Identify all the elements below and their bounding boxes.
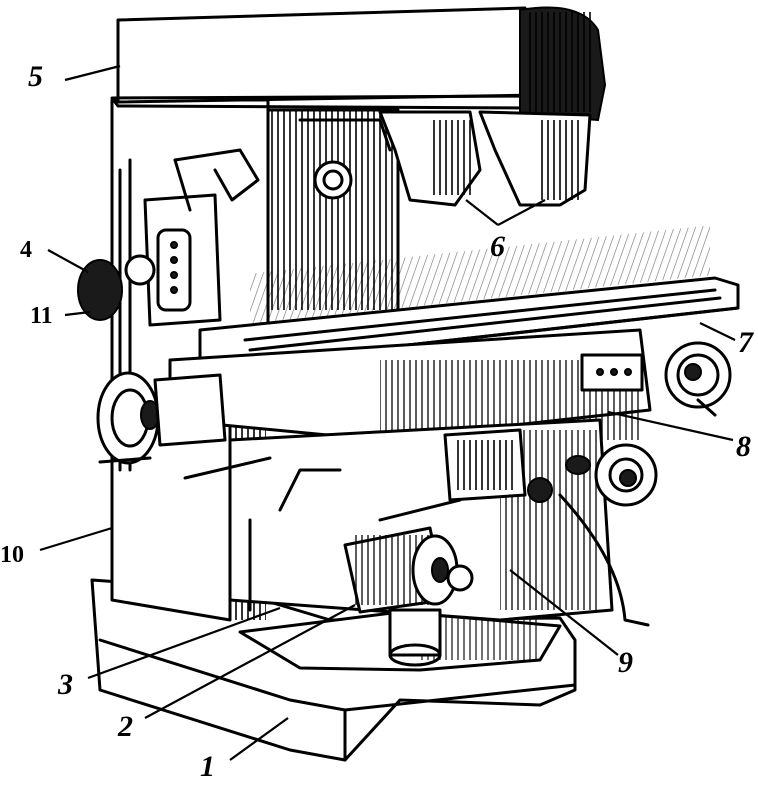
label-11: 11 xyxy=(30,303,53,329)
work-table xyxy=(198,225,740,367)
arbor-supports xyxy=(298,110,592,207)
left-handwheel xyxy=(96,371,227,465)
knee xyxy=(183,418,658,627)
label-7: 7 xyxy=(738,326,753,359)
feed-motor xyxy=(248,468,474,667)
leader-lines xyxy=(39,64,736,761)
label-5: 5 xyxy=(28,60,43,93)
label-6: 6 xyxy=(490,230,505,263)
label-9: 9 xyxy=(618,646,633,679)
label-3: 3 xyxy=(58,668,73,701)
label-1: 1 xyxy=(200,750,215,783)
control-panel xyxy=(77,148,260,327)
label-2: 2 xyxy=(118,710,133,743)
overarm xyxy=(110,6,607,122)
label-4: 4 xyxy=(20,237,32,263)
label-8: 8 xyxy=(736,430,751,463)
label-10: 10 xyxy=(0,542,24,568)
